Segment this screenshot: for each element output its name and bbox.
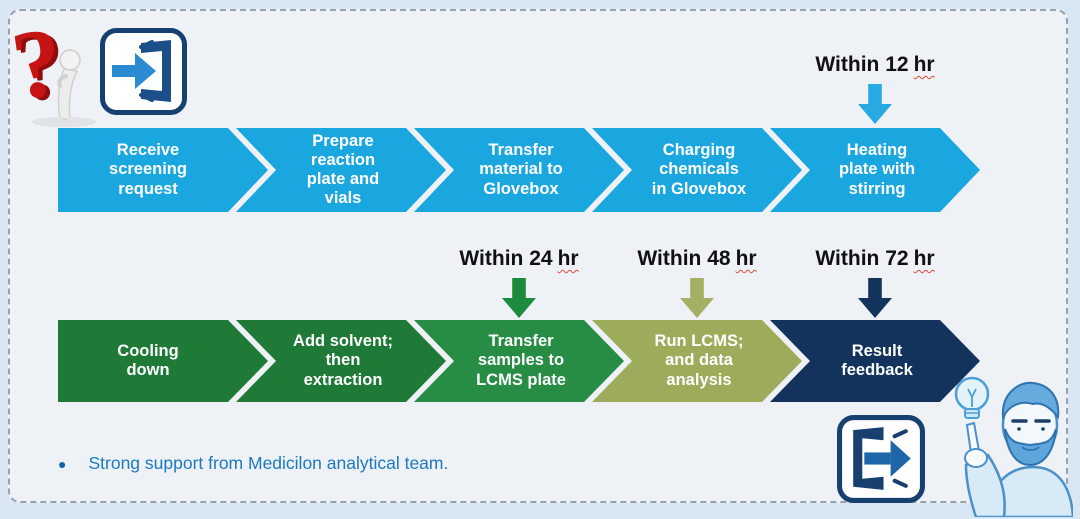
- step-cooling-down: Cooling down: [58, 320, 268, 402]
- bullet-icon: ●: [58, 455, 67, 472]
- support-note-text: Strong support from Medicilon analytical…: [88, 453, 449, 473]
- idea-person-illustration: [954, 376, 1073, 517]
- question-mark-person-icon: ? ?: [8, 16, 96, 127]
- step-receive-screening-request: Receive screening request: [58, 128, 268, 212]
- support-note: ● Strong support from Medicilon analytic…: [58, 453, 448, 474]
- enter-icon: [100, 28, 187, 115]
- down-arrow-icon: [858, 278, 892, 318]
- down-arrow-icon: [502, 278, 536, 318]
- flow-row-2: Cooling down Add solvent; then extractio…: [58, 320, 980, 402]
- down-arrow-icon: [680, 278, 714, 318]
- step-transfer-material-glovebox: Transfer material to Glovebox: [414, 128, 624, 212]
- down-arrow-icon: [858, 84, 892, 124]
- exit-icon: [837, 415, 925, 503]
- flow-row-1: Receive screening request Prepare reacti…: [58, 128, 980, 212]
